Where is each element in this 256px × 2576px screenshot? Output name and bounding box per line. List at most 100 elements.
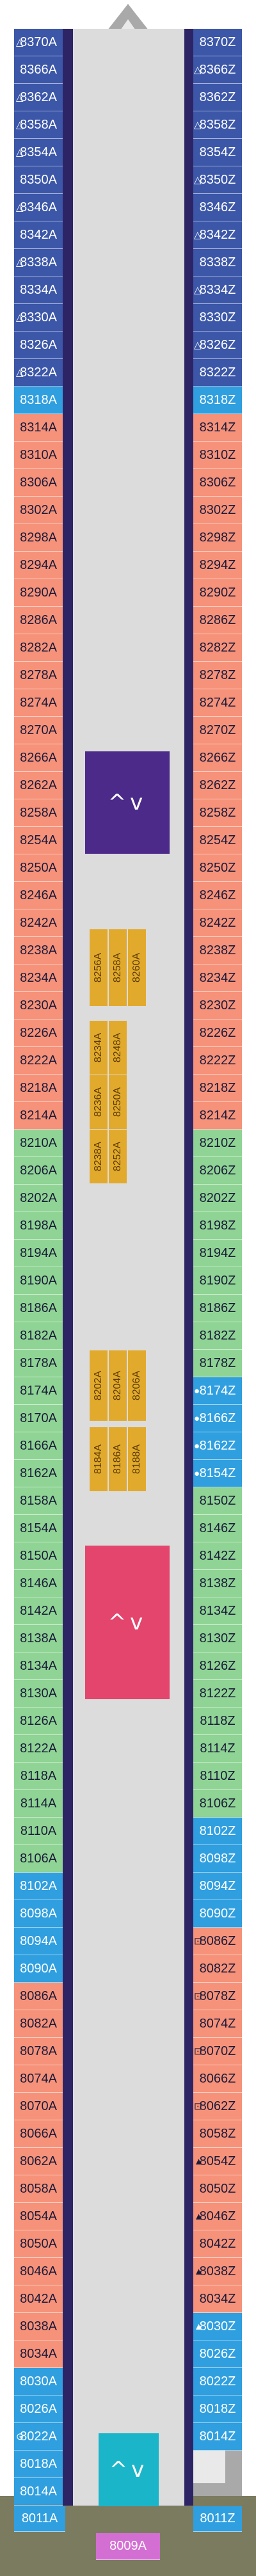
cabin-8094a[interactable]: 8094A [14, 1928, 63, 1955]
cabin-8238z[interactable]: 8238Z [193, 937, 242, 964]
cabin-8342a[interactable]: 8342A [14, 221, 63, 249]
center-cabin[interactable]: 8184A [90, 1427, 108, 1491]
cabin-8086a[interactable]: 8086A [14, 1983, 63, 2010]
cabin-8362a[interactable]: △8362A [14, 84, 63, 111]
cabin-8214a[interactable]: 8214A [14, 1102, 63, 1130]
cabin-8066z[interactable]: 8066Z [193, 2065, 242, 2093]
cabin-8058z[interactable]: 8058Z [193, 2120, 242, 2148]
center-cabin[interactable]: 8248A [109, 1021, 127, 1075]
cabin-8278a[interactable]: 8278A [14, 662, 63, 689]
cabin-8194z[interactable]: 8194Z [193, 1240, 242, 1267]
cabin-8306a[interactable]: 8306A [14, 469, 63, 497]
cabin-8346a[interactable]: △8346A [14, 194, 63, 221]
cabin-8102z[interactable]: 8102Z [193, 1818, 242, 1845]
cabin-8202z[interactable]: 8202Z [193, 1185, 242, 1212]
cabin-8122a[interactable]: 8122A [14, 1735, 63, 1763]
cabin-8274z[interactable]: 8274Z [193, 689, 242, 717]
cabin-8334a[interactable]: 8334A [14, 276, 63, 304]
cabin-8070z[interactable]: ⊡8070Z [193, 2038, 242, 2065]
cabin-8342z[interactable]: △8342Z [193, 221, 242, 249]
cabin-8026z[interactable]: 8026Z [193, 2340, 242, 2368]
cabin-8246z[interactable]: 8246Z [193, 882, 242, 909]
cabin-8322a[interactable]: △8322A [14, 359, 63, 387]
center-cabin[interactable]: 8260A [128, 929, 146, 1006]
cabin-8298a[interactable]: 8298A [14, 524, 63, 552]
cabin-8286a[interactable]: 8286A [14, 607, 63, 634]
cabin-8294a[interactable]: 8294A [14, 552, 63, 579]
cabin-8286z[interactable]: 8286Z [193, 607, 242, 634]
center-cabin[interactable]: 8188A [128, 1427, 146, 1491]
stern-cabin-right[interactable]: 8011Z [193, 2506, 242, 2532]
cabin-8030a[interactable]: 8030A [14, 2368, 63, 2396]
cabin-8302z[interactable]: 8302Z [193, 497, 242, 524]
cabin-8218a[interactable]: 8218A [14, 1075, 63, 1102]
cabin-8154a[interactable]: 8154A [14, 1515, 63, 1542]
cabin-8338a[interactable]: △8338A [14, 249, 63, 276]
cabin-8182z[interactable]: 8182Z [193, 1322, 242, 1350]
stern-cabin-left[interactable]: 8011A [14, 2506, 65, 2532]
cabin-8362z[interactable]: 8362Z [193, 84, 242, 111]
cabin-8202a[interactable]: 8202A [14, 1185, 63, 1212]
cabin-8114z[interactable]: 8114Z [193, 1735, 242, 1763]
cabin-8154z[interactable]: ●8154Z [193, 1460, 242, 1487]
cabin-8014z[interactable]: 8014Z [193, 2423, 242, 2451]
cabin-8314z[interactable]: 8314Z [193, 414, 242, 442]
center-cabin[interactable]: 8238A [90, 1130, 108, 1183]
cabin-8110a[interactable]: 8110A [14, 1818, 63, 1845]
cabin-8098z[interactable]: 8098Z [193, 1845, 242, 1873]
cabin-8062a[interactable]: 8062A [14, 2148, 63, 2175]
cabin-8230a[interactable]: 8230A [14, 992, 63, 1020]
cabin-8162a[interactable]: 8162A [14, 1460, 63, 1487]
center-cabin[interactable]: 8252A [109, 1130, 127, 1183]
cabin-8102a[interactable]: 8102A [14, 1873, 63, 1900]
cabin-8222z[interactable]: 8222Z [193, 1047, 242, 1075]
cabin-8158a[interactable]: 8158A [14, 1487, 63, 1515]
cabin-8314a[interactable]: 8314A [14, 414, 63, 442]
cabin-8354z[interactable]: 8354Z [193, 139, 242, 166]
cabin-8306z[interactable]: 8306Z [193, 469, 242, 497]
cabin-8366a[interactable]: 8366A [14, 56, 63, 84]
cabin-8042a[interactable]: 8042A [14, 2285, 63, 2313]
cabin-8226a[interactable]: 8226A [14, 1020, 63, 1047]
cabin-8178z[interactable]: 8178Z [193, 1350, 242, 1377]
cabin-8054a[interactable]: 8054A [14, 2203, 63, 2230]
chevron-icon[interactable]: ^v [108, 790, 147, 815]
cabin-8098a[interactable]: 8098A [14, 1900, 63, 1928]
cabin-8090z[interactable]: 8090Z [193, 1900, 242, 1928]
cabin-8310a[interactable]: 8310A [14, 442, 63, 469]
cabin-8138z[interactable]: 8138Z [193, 1570, 242, 1597]
cabin-8022a[interactable]: ⊙8022A [14, 2423, 63, 2451]
cabin-8034z[interactable]: 8034Z [193, 2285, 242, 2313]
center-cabin[interactable]: 8236A [90, 1075, 108, 1129]
cabin-8058a[interactable]: 8058A [14, 2175, 63, 2203]
cabin-8182a[interactable]: 8182A [14, 1322, 63, 1350]
cabin-8266a[interactable]: 8266A [14, 744, 63, 772]
cabin-8218z[interactable]: 8218Z [193, 1075, 242, 1102]
cabin-8198z[interactable]: 8198Z [193, 1212, 242, 1240]
chevron-icon-3[interactable]: ^v [109, 2457, 148, 2483]
center-cabin[interactable]: 8256A [90, 929, 108, 1006]
cabin-8258a[interactable]: 8258A [14, 799, 63, 827]
cabin-8078a[interactable]: 8078A [14, 2038, 63, 2065]
center-cabin[interactable]: 8250A [109, 1075, 127, 1129]
cabin-8222a[interactable]: 8222A [14, 1047, 63, 1075]
center-cabin[interactable]: 8258A [109, 929, 127, 1006]
cabin-8118z[interactable]: 8118Z [193, 1708, 242, 1735]
cabin-8082a[interactable]: 8082A [14, 2010, 63, 2038]
cabin-8350z[interactable]: △8350Z [193, 166, 242, 194]
cabin-8190z[interactable]: 8190Z [193, 1267, 242, 1295]
cabin-8146z[interactable]: 8146Z [193, 1515, 242, 1542]
cabin-8370a[interactable]: △8370A [14, 29, 63, 56]
cabin-8302a[interactable]: 8302A [14, 497, 63, 524]
cabin-8050z[interactable]: 8050Z [193, 2175, 242, 2203]
cabin-8238a[interactable]: 8238A [14, 937, 63, 964]
cabin-8206z[interactable]: 8206Z [193, 1157, 242, 1185]
cabin-8358z[interactable]: △8358Z [193, 111, 242, 139]
cabin-8186a[interactable]: 8186A [14, 1295, 63, 1322]
cabin-8270z[interactable]: 8270Z [193, 717, 242, 744]
cabin-8278z[interactable]: 8278Z [193, 662, 242, 689]
cabin-8330z[interactable]: 8330Z [193, 304, 242, 332]
center-cabin[interactable]: 8202A [90, 1350, 108, 1421]
cabin-8266z[interactable]: 8266Z [193, 744, 242, 772]
cabin-8138a[interactable]: 8138A [14, 1625, 63, 1652]
